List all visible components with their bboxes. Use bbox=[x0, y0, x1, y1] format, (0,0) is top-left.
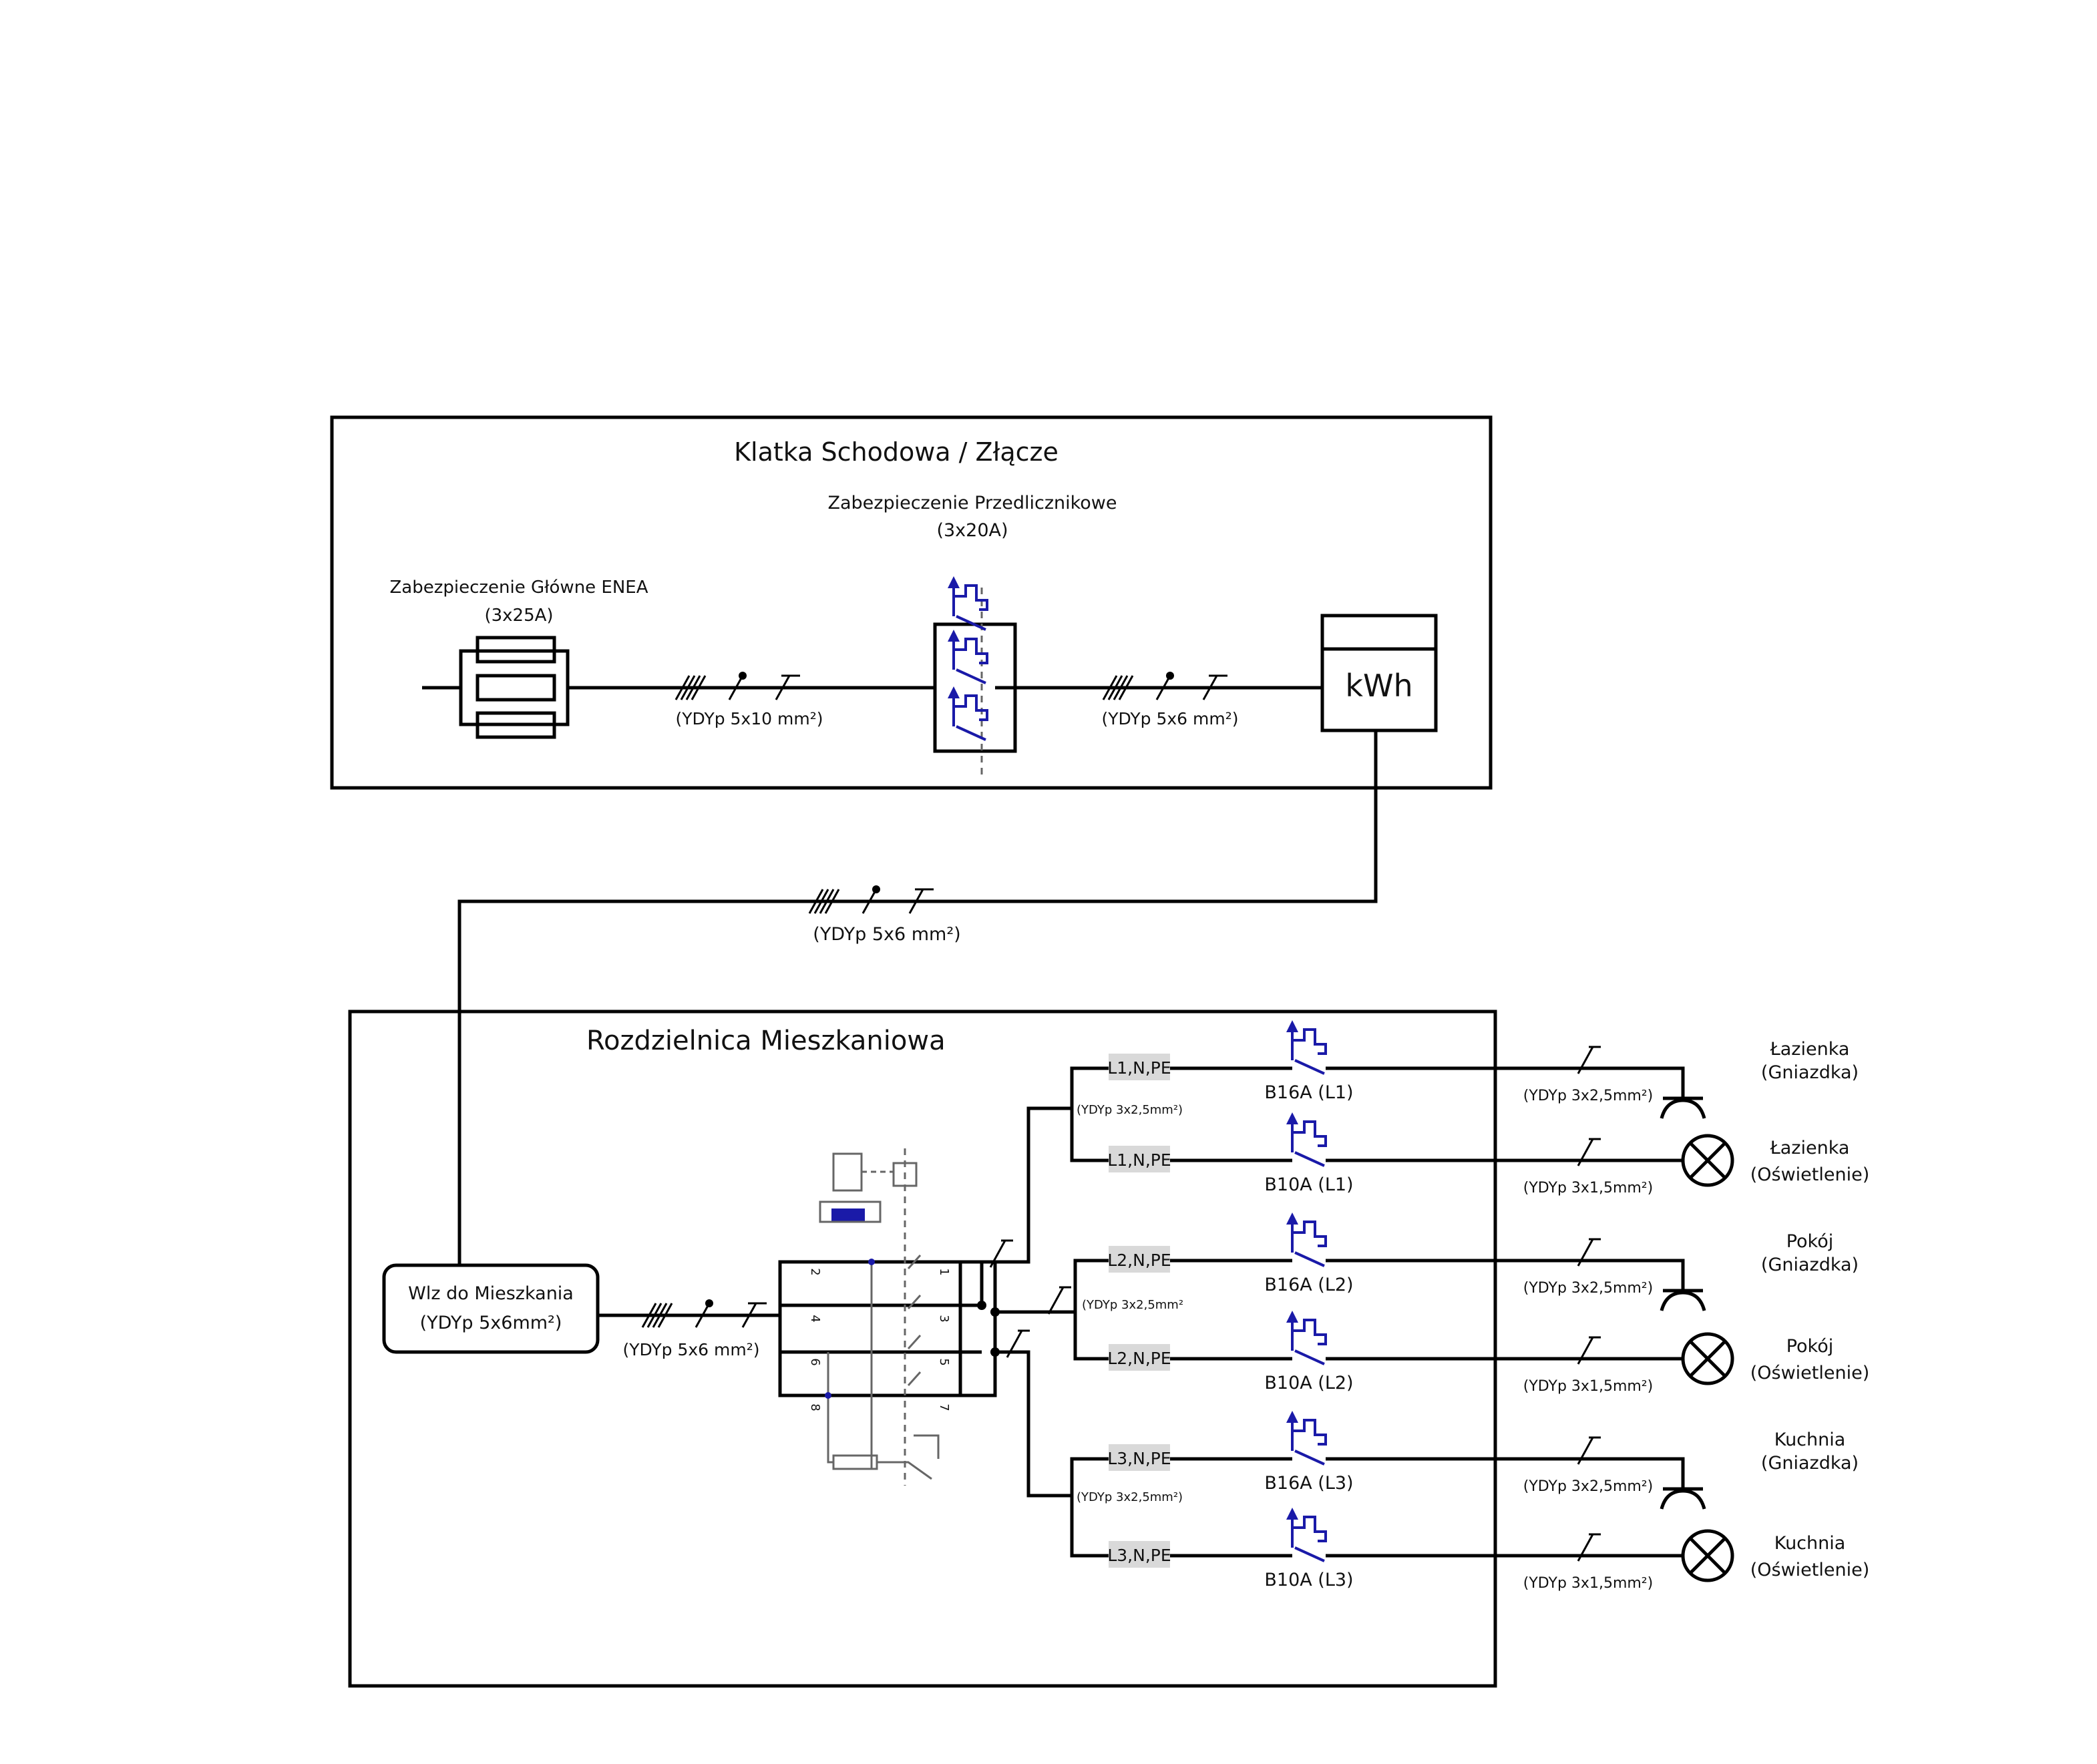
breaker-label: B10A (L1) bbox=[1264, 1174, 1353, 1195]
cable-marker-icon bbox=[641, 1298, 768, 1329]
bus-label: L2,N,PE bbox=[1107, 1251, 1171, 1270]
cable-label-1: (YDYp 5x10 mm²) bbox=[676, 709, 823, 728]
panel-title: Rozdzielnica Mieszkaniowa bbox=[586, 1026, 946, 1056]
load-type: (Oświetlenie) bbox=[1750, 1560, 1870, 1580]
main-protection-rating: (3x25A) bbox=[484, 606, 553, 626]
cable-label-2: (YDYp 5x6 mm²) bbox=[1101, 709, 1238, 728]
energy-meter: kWh bbox=[1320, 614, 1438, 732]
load-type: (Oświetlenie) bbox=[1750, 1164, 1870, 1185]
premeter-breaker-icon bbox=[933, 575, 1017, 778]
main-protection-title: Zabezpieczenie Główne ENEA bbox=[389, 578, 648, 598]
rcd-terminal-8: 8 bbox=[808, 1403, 822, 1411]
circuit-cable-label: (YDYp 3x1,5mm²) bbox=[1523, 1378, 1653, 1395]
breaker-icon bbox=[1285, 1309, 1327, 1365]
stairwell-title: Klatka Schodowa / Złącze bbox=[734, 437, 1059, 467]
bus-label: L1,N,PE bbox=[1107, 1150, 1171, 1170]
rcd-terminal-7: 7 bbox=[937, 1403, 951, 1411]
stairwell-box: Klatka Schodowa / Złącze Zabezpieczenie … bbox=[330, 415, 1493, 790]
bus-label-bg bbox=[1109, 1246, 1170, 1273]
breaker-icon bbox=[1285, 1019, 1327, 1075]
bus-label-bg bbox=[1109, 1054, 1170, 1080]
panel-frame bbox=[348, 1010, 1497, 1688]
breaker-label: B16A (L1) bbox=[1264, 1082, 1353, 1103]
cable-marker-icon bbox=[675, 670, 801, 701]
circuit-row: L1,N,PE B16A (L1) (YDYp 3x2,5mm²) Łazienka(… bbox=[1107, 1019, 1859, 1119]
breaker-icon bbox=[1285, 1409, 1327, 1466]
apartment-panel: Rozdzielnica Mieszkaniowa Wlz do Mieszka… bbox=[348, 1010, 1497, 1688]
lamp-icon bbox=[1681, 1134, 1734, 1187]
breaker-icon bbox=[1285, 1111, 1327, 1167]
rcd-terminal-4: 4 bbox=[808, 1315, 822, 1322]
bus-label-bg bbox=[1109, 1344, 1170, 1371]
cable-marker-icon bbox=[1102, 670, 1229, 701]
socket-icon bbox=[1660, 1259, 1706, 1311]
lamp-icon bbox=[1681, 1529, 1734, 1582]
circuit-cable-label: (YDYp 3x2,5mm²) bbox=[1523, 1478, 1653, 1495]
rcd-terminal-6: 6 bbox=[808, 1358, 822, 1365]
feed-cable-label: (YDYp 5x6 mm²) bbox=[622, 1340, 759, 1359]
load-type: (Oświetlenie) bbox=[1750, 1363, 1870, 1383]
riser-line bbox=[457, 730, 1378, 1265]
wlz-box: Wlz do Mieszkania (YDYp 5x6mm²) bbox=[382, 1263, 600, 1354]
load-name: Pokój bbox=[1786, 1336, 1834, 1357]
circuit-cable-label: (YDYp 3x1,5mm²) bbox=[1523, 1575, 1653, 1592]
group-cable-l2: (YDYp 3x2,5mm² bbox=[1082, 1298, 1183, 1312]
main-fuse-icon bbox=[459, 636, 570, 739]
bus-label: L1,N,PE bbox=[1107, 1058, 1171, 1078]
bus-label-bg bbox=[1109, 1146, 1170, 1172]
load-type: (Gniazdka) bbox=[1761, 1062, 1859, 1083]
load-name: Łazienka bbox=[1770, 1138, 1850, 1158]
stairwell-frame bbox=[330, 415, 1493, 790]
breaker-label: B16A (L3) bbox=[1264, 1473, 1353, 1494]
circuit-cable-label: (YDYp 3x1,5mm²) bbox=[1523, 1180, 1653, 1196]
circuit-row: L2,N,PE B16A (L2) (YDYp 3x2,5mm²) Pokój (Gni… bbox=[1107, 1211, 1859, 1311]
rcd-terminal-3: 3 bbox=[937, 1315, 951, 1322]
load-type: (Gniazdka) bbox=[1761, 1255, 1859, 1275]
load-type: (Gniazdka) bbox=[1761, 1453, 1859, 1474]
rcd-icon bbox=[778, 1148, 962, 1486]
breaker-icon bbox=[1285, 1506, 1327, 1562]
group-cable-l3: (YDYp 3x2,5mm²) bbox=[1077, 1490, 1183, 1504]
circuit-row: L1,N,PE B10A (L1) (YDYp 3x1,5mm²) Łazienka (… bbox=[1107, 1111, 1870, 1196]
bus-label: L3,N,PE bbox=[1107, 1546, 1171, 1565]
breaker-label: B10A (L2) bbox=[1264, 1373, 1353, 1393]
meter-label: kWh bbox=[1345, 668, 1412, 704]
riser-cable-label: (YDYp 5x6 mm²) bbox=[813, 924, 960, 945]
circuit-row: L2,N,PE B10A (L2) (YDYp 3x1,5mm²) Pokój (Ośw… bbox=[1107, 1309, 1870, 1395]
circuit-row: L3,N,PE B16A (L3) (YDYp 3x2,5mm²) Kuchnia (G… bbox=[1107, 1409, 1859, 1510]
load-name: Pokój bbox=[1786, 1231, 1834, 1252]
bus-label-bg bbox=[1109, 1541, 1170, 1568]
cable-marker-icon bbox=[808, 884, 935, 915]
bus-label: L2,N,PE bbox=[1107, 1349, 1171, 1368]
rcd-terminal-1: 1 bbox=[937, 1268, 951, 1275]
load-name: Łazienka bbox=[1770, 1039, 1850, 1060]
wlz-line2: (YDYp 5x6mm²) bbox=[420, 1313, 562, 1333]
group-cable-l1: (YDYp 3x2,5mm²) bbox=[1077, 1103, 1183, 1117]
breaker-label: B16A (L2) bbox=[1264, 1275, 1353, 1295]
rcd-terminal-2: 2 bbox=[808, 1268, 822, 1275]
circuit-cable-label: (YDYp 3x2,5mm²) bbox=[1523, 1088, 1653, 1104]
single-cable-marker-icon bbox=[1047, 1286, 1073, 1315]
circuit-cable-label: (YDYp 3x2,5mm²) bbox=[1523, 1280, 1653, 1297]
circuit-row: L3,N,PE B10A (L3) (YDYp 3x1,5mm²) Kuchnia (O… bbox=[1107, 1506, 1870, 1592]
rcd-terminal-5: 5 bbox=[937, 1358, 951, 1365]
breaker-label: B10A (L3) bbox=[1264, 1570, 1353, 1590]
breaker-icon bbox=[1285, 1211, 1327, 1267]
load-name: Kuchnia bbox=[1774, 1429, 1846, 1450]
premeter-title: Zabezpieczenie Przedlicznikowe bbox=[827, 493, 1117, 513]
socket-icon bbox=[1660, 1066, 1706, 1119]
socket-icon bbox=[1660, 1457, 1706, 1510]
bus-label: L3,N,PE bbox=[1107, 1449, 1171, 1468]
bus-label-bg bbox=[1109, 1444, 1170, 1471]
wlz-line1: Wlz do Mieszkania bbox=[408, 1283, 574, 1304]
load-name: Kuchnia bbox=[1774, 1533, 1846, 1554]
lamp-icon bbox=[1681, 1332, 1734, 1385]
premeter-rating: (3x20A) bbox=[936, 520, 1008, 541]
